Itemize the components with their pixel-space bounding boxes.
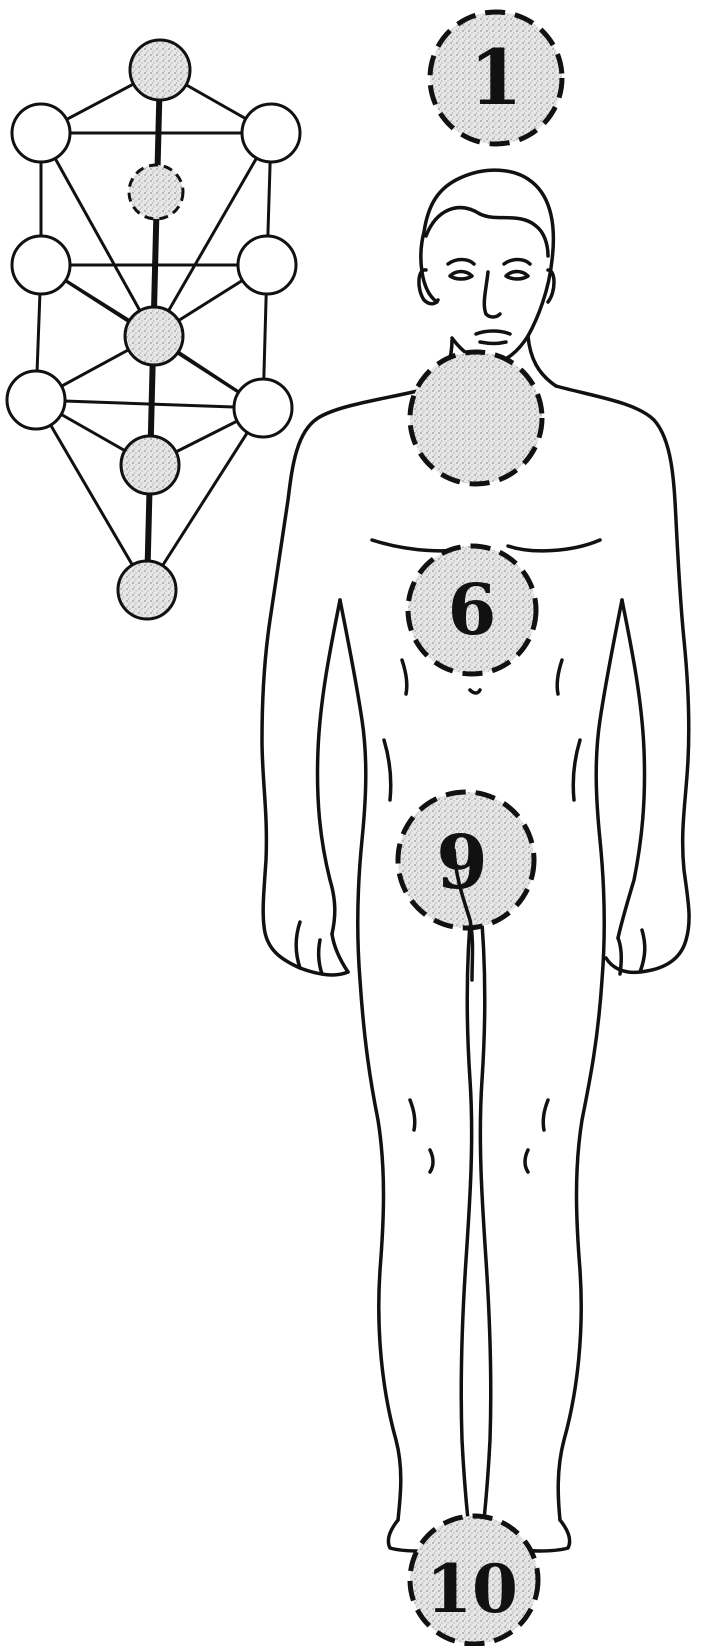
solar-label: 6 bbox=[448, 568, 497, 651]
sephira-yesod bbox=[121, 436, 179, 494]
tree-of-life bbox=[7, 40, 300, 619]
sephira-daath bbox=[129, 165, 183, 219]
feet-label: 10 bbox=[426, 1550, 518, 1628]
sacral-label: 9 bbox=[436, 820, 488, 906]
throat-center bbox=[410, 352, 542, 484]
sephira-chokmah bbox=[242, 104, 300, 162]
sephira-malkuth bbox=[118, 561, 176, 619]
human-figure: 1 6 9 10 bbox=[262, 12, 689, 1644]
sephira-kether bbox=[130, 40, 190, 100]
sephira-geburah bbox=[12, 236, 70, 294]
sephira-hod bbox=[7, 371, 65, 429]
sephira-chesed bbox=[238, 236, 296, 294]
crown-label: 1 bbox=[470, 33, 523, 122]
sephira-binah bbox=[12, 104, 70, 162]
sephira-tiphareth bbox=[125, 307, 183, 365]
sephira-netzach bbox=[234, 379, 292, 437]
